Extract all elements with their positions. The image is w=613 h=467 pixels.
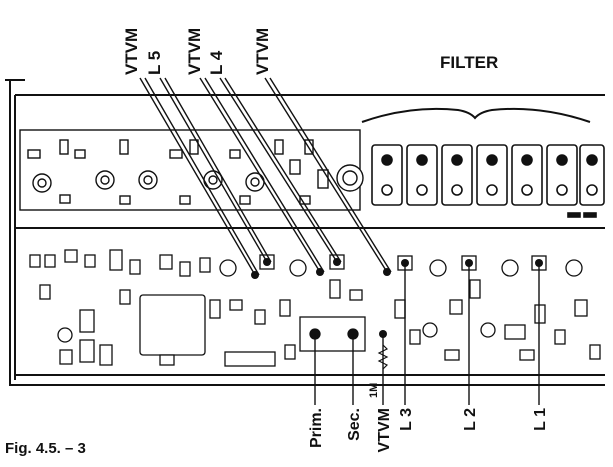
filter-label: FILTER xyxy=(440,53,498,72)
resistor-label: 1M xyxy=(368,383,380,398)
top-label-l4: L 4 xyxy=(207,50,226,75)
tuner-section xyxy=(19,129,364,211)
filter-cells xyxy=(371,144,605,206)
figure-caption: Fig. 4.5. – 3 xyxy=(5,440,86,457)
top-leader-lines xyxy=(139,77,392,276)
bottom-label-sec: Sec. xyxy=(346,408,363,441)
bottom-labels: Prim. Sec. VTVM L 3 L 2 L 1 1M xyxy=(308,383,549,453)
top-labels: VTVM L 5 VTVM L 4 VTVM xyxy=(122,28,272,75)
top-label-vtvm-2: VTVM xyxy=(185,28,204,75)
top-label-vtvm-1: VTVM xyxy=(122,28,141,75)
bottom-leader-lines xyxy=(314,263,540,405)
bottom-label-vtvm: VTVM xyxy=(376,408,393,452)
bottom-label-prim: Prim. xyxy=(308,408,325,448)
top-label-vtvm-3: VTVM xyxy=(253,28,272,75)
top-label-l5: L 5 xyxy=(145,51,164,75)
filter-heading: FILTER xyxy=(440,53,498,72)
filter-block xyxy=(361,107,605,218)
chassis-frame xyxy=(5,79,605,386)
bottom-label-l3: L 3 xyxy=(398,408,415,431)
bottom-label-l2: L 2 xyxy=(462,408,479,431)
bottom-label-l1: L 1 xyxy=(532,408,549,431)
